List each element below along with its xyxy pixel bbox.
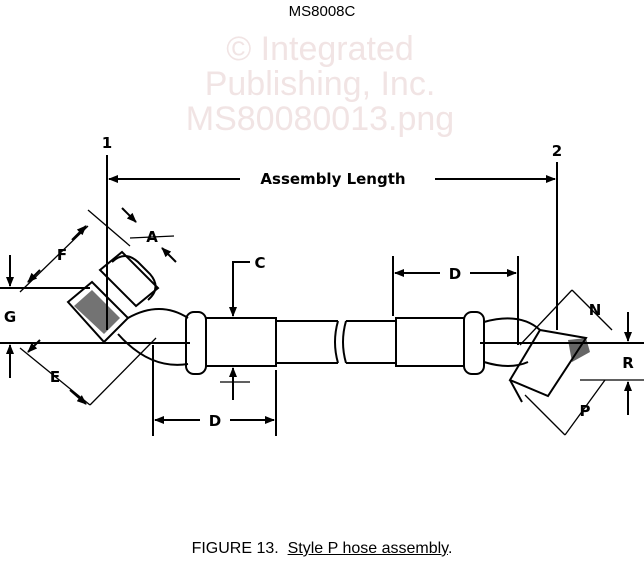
d-left-dimension: D bbox=[152, 345, 277, 436]
svg-text:E: E bbox=[50, 368, 60, 386]
svg-text:MS80080013.png: MS80080013.png bbox=[186, 100, 454, 138]
hose bbox=[276, 320, 396, 364]
f-dimension: F bbox=[19, 209, 131, 293]
d-right-dimension: D bbox=[392, 256, 519, 345]
g-dimension: G bbox=[4, 255, 16, 378]
reference-point-1: 1 bbox=[102, 134, 112, 152]
r-dimension: R bbox=[580, 312, 644, 415]
figure-number: FIGURE 13. bbox=[191, 540, 279, 557]
figure-caption: FIGURE 13. Style P hose assembly. bbox=[0, 540, 644, 558]
svg-text:P: P bbox=[580, 402, 591, 420]
reference-point-2: 2 bbox=[552, 142, 562, 160]
figure-title: Style P hose assembly bbox=[287, 540, 448, 557]
svg-text:G: G bbox=[4, 308, 16, 326]
document-number: MS8008C bbox=[289, 3, 356, 20]
svg-text:R: R bbox=[622, 354, 634, 372]
p-dimension: P bbox=[524, 379, 606, 436]
svg-text:A: A bbox=[146, 228, 158, 246]
left-socket bbox=[185, 311, 277, 375]
a-dimension: A bbox=[121, 207, 177, 263]
c-dimension: C bbox=[220, 254, 266, 400]
svg-text:© Integrated: © Integrated bbox=[226, 30, 414, 68]
watermark: © Integrated Publishing, Inc. MS80080013… bbox=[186, 30, 454, 138]
svg-text:D: D bbox=[449, 265, 461, 283]
right-elbow-fitting bbox=[508, 328, 590, 403]
n-dimension: N bbox=[519, 289, 613, 346]
svg-text:C: C bbox=[254, 254, 265, 272]
assembly-length-dimension: Assembly Length bbox=[108, 170, 556, 188]
svg-text:Assembly Length: Assembly Length bbox=[260, 170, 405, 188]
svg-text:F: F bbox=[57, 246, 67, 264]
left-elbow-fitting bbox=[66, 250, 189, 366]
caption-end: . bbox=[447, 540, 453, 557]
svg-text:D: D bbox=[209, 412, 221, 430]
e-dimension: E bbox=[19, 337, 157, 406]
svg-text:N: N bbox=[589, 301, 602, 319]
svg-text:Publishing, Inc.: Publishing, Inc. bbox=[205, 65, 436, 103]
